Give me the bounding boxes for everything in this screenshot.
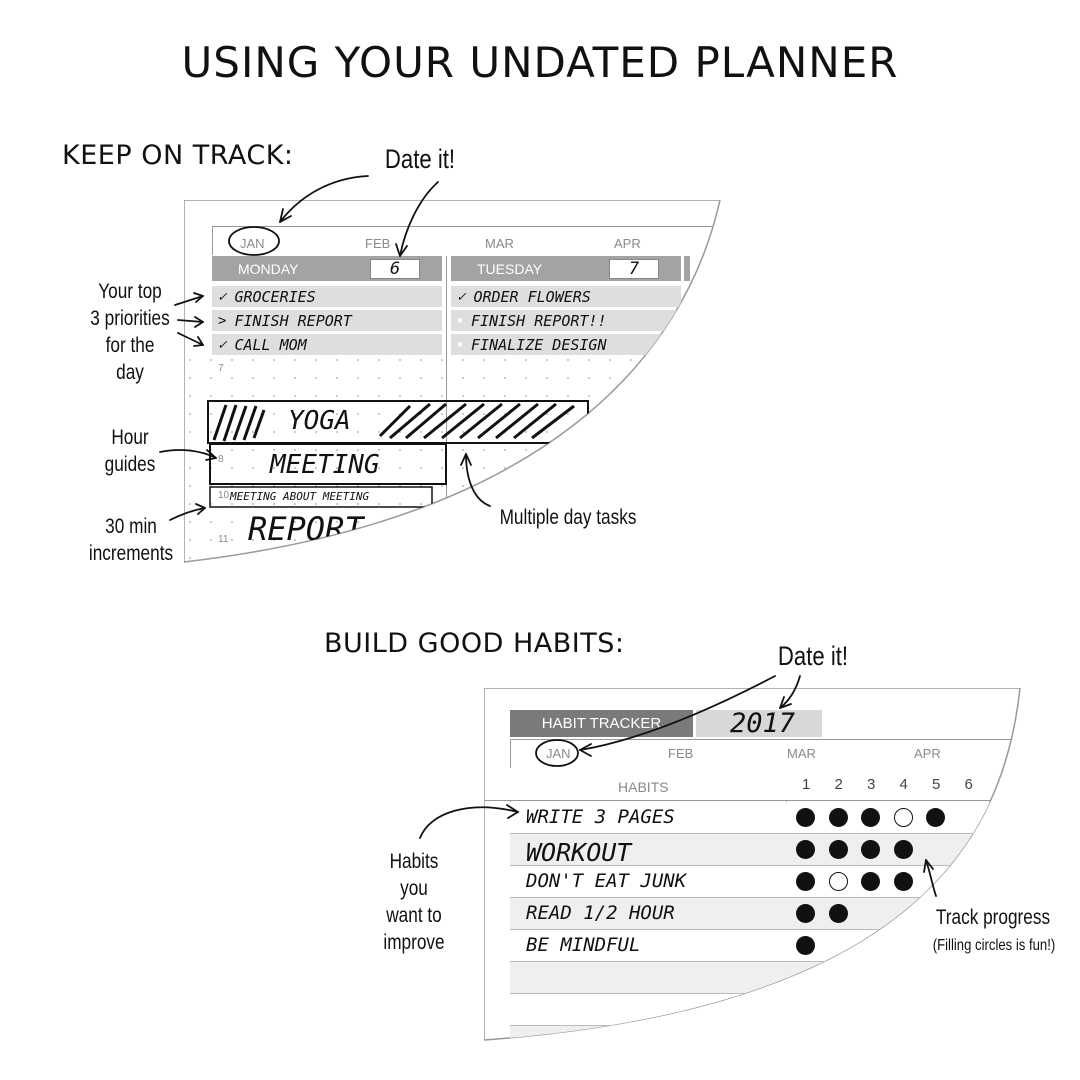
month-mar[interactable]: MAR xyxy=(787,746,816,761)
date-box-tuesday[interactable]: 7 xyxy=(609,259,659,279)
day-name: MONDAY xyxy=(238,260,299,277)
daily-planner-page: JAN FEB MAR APR MONDAY 6 ✓GROCERIES >FIN… xyxy=(184,200,724,565)
habit-tracker-tab: HABIT TRACKER xyxy=(510,710,693,737)
day-number: 3 xyxy=(867,776,876,793)
hour-label: 11 xyxy=(218,534,229,545)
callout-track-progress: Track progress xyxy=(935,906,1051,929)
event-meeting-about-meeting[interactable]: MEETING ABOUT MEETING xyxy=(230,490,370,503)
callout-priorities: Your top 3 priorities for the day xyxy=(90,280,170,384)
section-heading-build-habits: BUILD GOOD HABITS: xyxy=(324,628,625,659)
habit-tracker-page: HABIT TRACKER 2017 JAN FEB MAR APR HABIT… xyxy=(484,688,1024,1043)
month-apr[interactable]: APR xyxy=(614,236,641,251)
callout-date-it: Date it! xyxy=(384,144,456,174)
callout-habits: Habits you want to improve xyxy=(383,850,445,954)
hour-label: 8 xyxy=(218,454,224,465)
month-apr[interactable]: APR xyxy=(914,746,941,761)
habit-circle-empty[interactable] xyxy=(894,808,913,827)
day-number: 5 xyxy=(932,776,941,793)
habit-circle-filled[interactable] xyxy=(861,808,880,827)
priority-row[interactable]: ▪FINISH REPORT!! xyxy=(451,310,681,331)
day-name: TUESDAY xyxy=(477,260,543,277)
section-heading-keep-on-track: KEEP ON TRACK: xyxy=(62,140,294,171)
priority-row[interactable]: >FINISH REPORT xyxy=(212,310,442,331)
month-feb[interactable]: FEB xyxy=(668,746,694,761)
habit-circle-filled[interactable] xyxy=(926,808,945,827)
habit-circle-filled[interactable] xyxy=(829,808,848,827)
page-title: USING YOUR UNDATED PLANNER xyxy=(181,38,899,87)
habit-circle-filled[interactable] xyxy=(861,872,880,891)
habit-circle-filled[interactable] xyxy=(796,936,815,955)
habit-row[interactable]: WRITE 3 PAGES xyxy=(510,802,1030,834)
habit-name: DON'T EAT JUNK xyxy=(526,870,687,892)
month-strip xyxy=(510,739,1031,768)
day-number: 1 xyxy=(802,776,811,793)
habit-circle-filled[interactable] xyxy=(796,904,815,923)
header-rule xyxy=(484,800,1024,801)
habit-circle-filled[interactable] xyxy=(796,872,815,891)
habit-circle-filled[interactable] xyxy=(894,840,913,859)
day-number: 6 xyxy=(964,776,973,793)
priority-row[interactable]: ✓ORDER FLOWERS xyxy=(451,286,681,307)
habit-row[interactable]: WORKOUT xyxy=(510,834,1030,866)
callout-date-it-2: Date it! xyxy=(777,641,849,671)
month-feb[interactable]: FEB xyxy=(365,236,391,251)
habit-name: WORKOUT xyxy=(526,838,632,867)
habit-name: WRITE 3 PAGES xyxy=(526,806,675,828)
habit-row[interactable]: DON'T EAT JUNK xyxy=(510,866,1030,898)
date-box-monday[interactable]: 6 xyxy=(370,259,420,279)
hour-label: 7 xyxy=(218,363,224,374)
day-number: 4 xyxy=(899,776,908,793)
event-meeting[interactable]: MEETING xyxy=(270,450,380,480)
habit-circle-filled[interactable] xyxy=(861,840,880,859)
habit-name: READ 1/2 HOUR xyxy=(526,902,675,924)
next-day-header xyxy=(684,256,690,281)
habit-name: BE MINDFUL xyxy=(526,934,641,956)
month-jan[interactable]: JAN xyxy=(240,236,265,251)
month-mar[interactable]: MAR xyxy=(485,236,514,251)
callout-30-min: 30 min increments xyxy=(88,515,174,565)
section1-arrows xyxy=(159,175,491,521)
habit-circle-filled[interactable] xyxy=(829,840,848,859)
habit-circle-filled[interactable] xyxy=(829,904,848,923)
event-yoga[interactable]: YOGA xyxy=(288,406,351,436)
month-jan[interactable]: JAN xyxy=(546,746,571,761)
habit-circle-filled[interactable] xyxy=(796,808,815,827)
callout-multiple-day: Multiple day tasks xyxy=(499,506,637,529)
priority-row[interactable]: ✓GROCERIES xyxy=(212,286,442,307)
habit-circle-filled[interactable] xyxy=(796,840,815,859)
day-number: 2 xyxy=(834,776,843,793)
event-blocks xyxy=(184,200,724,565)
priority-row[interactable]: ▪FINALIZE DESIGN xyxy=(451,334,681,355)
priority-row[interactable]: ✓CALL MOM xyxy=(212,334,442,355)
month-strip xyxy=(212,226,733,255)
callout-filling-circles: (Filling circles is fun!) xyxy=(932,937,1056,954)
habits-header: HABITS xyxy=(618,779,669,795)
habit-circle-filled[interactable] xyxy=(894,872,913,891)
callout-hour-guides: Hour guides xyxy=(104,426,156,476)
column-divider xyxy=(446,256,447,556)
habit-circle-empty[interactable] xyxy=(829,872,848,891)
hour-label: 10 xyxy=(218,490,230,501)
year-value: 2017 xyxy=(730,708,796,739)
